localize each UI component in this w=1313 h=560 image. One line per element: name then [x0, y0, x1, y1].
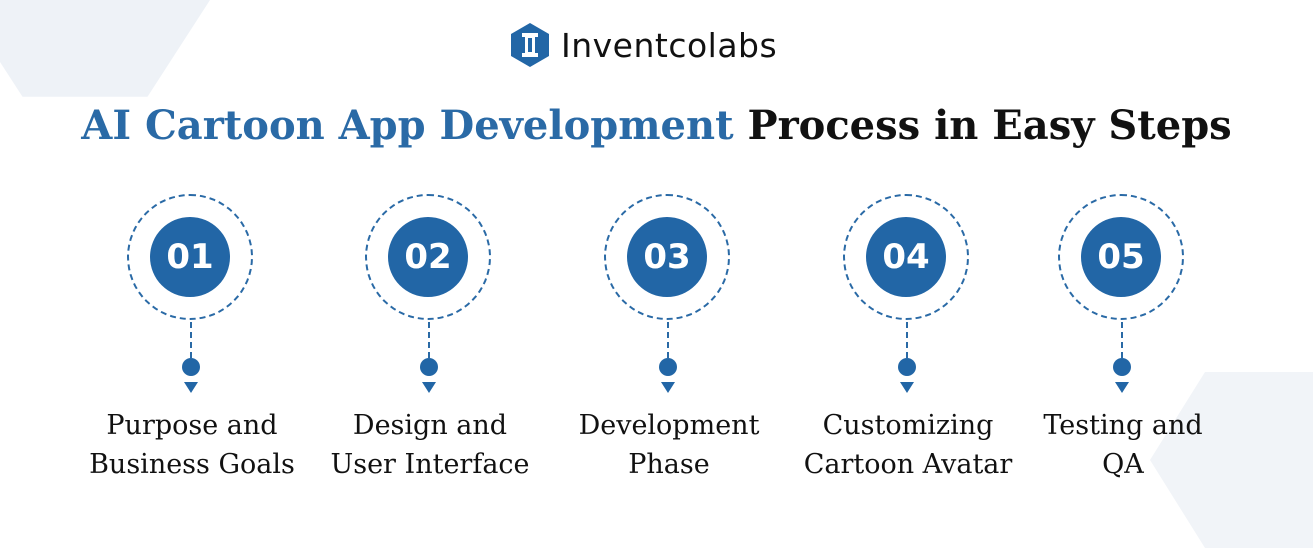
step-label-line2: Phase [628, 449, 710, 480]
arrow-down-icon [1115, 382, 1129, 393]
step-number: 01 [150, 217, 230, 297]
step-label-line1: Purpose and [106, 410, 278, 441]
brand-name: Inventcolabs [561, 25, 778, 65]
dashed-ring [843, 194, 969, 320]
step-label-line2: QA [1102, 449, 1144, 480]
step-number: 05 [1081, 217, 1161, 297]
step-05: 05 Testing and QA [1003, 192, 1243, 492]
title-accent: AI Cartoon App Development [81, 102, 734, 149]
connector-line [1121, 322, 1123, 358]
hexagon-logo-icon [511, 23, 549, 67]
step-03: 03 Development Phase [549, 192, 789, 492]
connector-line [667, 322, 669, 358]
dashed-ring [365, 194, 491, 320]
dashed-ring [127, 194, 253, 320]
step-label-line2: User Interface [330, 449, 530, 480]
step-number: 02 [388, 217, 468, 297]
step-label-line2: Cartoon Avatar [803, 449, 1013, 480]
step-number: 04 [866, 217, 946, 297]
step-label: Purpose and Business Goals [62, 406, 322, 484]
arrow-down-icon [900, 382, 914, 393]
step-02: 02 Design and User Interface [310, 192, 550, 492]
step-label-line1: Design and [352, 410, 508, 441]
connector-line [428, 322, 430, 358]
step-label-line1: Customizing [822, 410, 994, 441]
step-number: 03 [627, 217, 707, 297]
step-label-line1: Testing and [1043, 410, 1203, 441]
brand-logo: Inventcolabs [509, 22, 777, 68]
arrow-down-icon [184, 382, 198, 393]
connector-dot [420, 358, 438, 376]
step-label: Development Phase [539, 406, 799, 484]
arrow-down-icon [661, 382, 675, 393]
connector-dot [659, 358, 677, 376]
step-label-line2: Business Goals [89, 449, 295, 480]
connector-line [906, 322, 908, 358]
connector-line [190, 322, 192, 358]
arrow-down-icon [422, 382, 436, 393]
step-label-line1: Development [578, 410, 760, 441]
step-label: Design and User Interface [300, 406, 560, 484]
dashed-ring [604, 194, 730, 320]
dashed-ring [1058, 194, 1184, 320]
background-hexagon-top-left [0, 0, 210, 97]
step-01: 01 Purpose and Business Goals [72, 192, 312, 492]
step-04: 04 Customizing Cartoon Avatar [788, 192, 1028, 492]
page-title: AI Cartoon App Development Process in Ea… [0, 102, 1313, 149]
connector-dot [1113, 358, 1131, 376]
step-label: Customizing Cartoon Avatar [778, 406, 1038, 484]
step-label: Testing and QA [993, 406, 1253, 484]
title-rest: Process in Easy Steps [747, 102, 1232, 149]
connector-dot [182, 358, 200, 376]
connector-dot [898, 358, 916, 376]
